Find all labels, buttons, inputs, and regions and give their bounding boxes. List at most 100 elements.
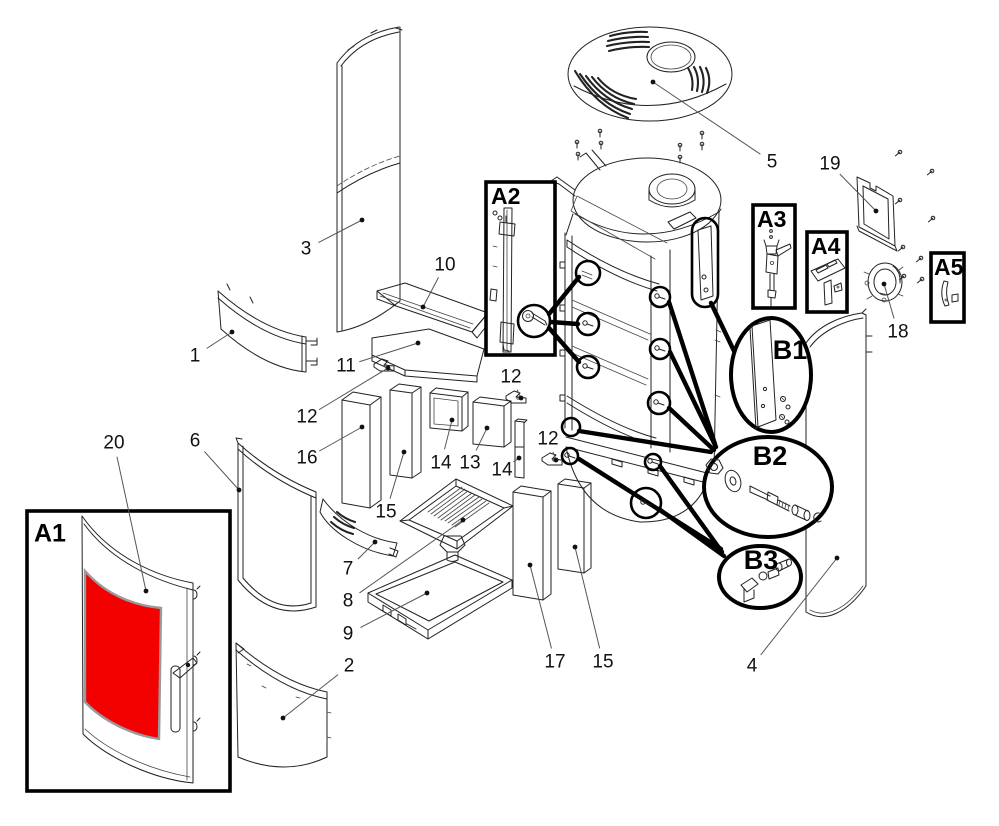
- part-number-label: 14: [491, 460, 513, 481]
- callout-circle: [643, 452, 663, 472]
- leader-dot: [359, 424, 365, 430]
- leader-line: [574, 546, 601, 649]
- leader-line: [475, 427, 488, 451]
- leader-line: [360, 592, 428, 628]
- callout-arrow: [708, 300, 738, 356]
- leader-line: [357, 541, 376, 560]
- callout-arrow: [576, 428, 714, 455]
- callout-circle: [575, 311, 601, 337]
- part-9-ash-pan: [367, 554, 513, 640]
- leader-line: [116, 456, 147, 592]
- callout-arrow: [666, 405, 717, 453]
- part-7-air-plate: [319, 498, 399, 558]
- callout-arrow: [576, 456, 724, 552]
- leader-dot: [236, 487, 242, 493]
- part-number-label: 10: [434, 255, 455, 276]
- part-number-label: 14: [430, 453, 452, 474]
- part-number-label: 12: [500, 367, 521, 388]
- leader-dot: [372, 539, 378, 545]
- part-14-strip: [514, 418, 528, 479]
- callout-circle: [574, 259, 602, 287]
- callout-label-A5: A5: [934, 254, 964, 280]
- part-number-label: 13: [459, 453, 480, 474]
- leader-dot: [527, 562, 533, 568]
- leader-line: [318, 219, 363, 244]
- part-number-label: 3: [301, 239, 312, 260]
- leader-line: [318, 426, 363, 452]
- screw-icon: [654, 293, 660, 299]
- screw-icon: [640, 499, 646, 505]
- part-10-baffle-plate: [376, 282, 493, 339]
- callout-label-B1: B1: [773, 335, 808, 365]
- callout-arrow: [667, 349, 719, 450]
- door-glass-highlight: [83, 567, 163, 741]
- screw-icon: [901, 273, 907, 279]
- leader-dot: [460, 517, 466, 523]
- part-3-rear-side-panel: [336, 26, 403, 333]
- screw-icon: [651, 461, 659, 465]
- part-number-label: 15: [375, 502, 396, 523]
- callout-box-A5: [929, 251, 966, 324]
- leader-line: [318, 367, 389, 411]
- leader-dot: [385, 365, 391, 371]
- leader-dot: [881, 281, 887, 287]
- leader-dot: [359, 217, 365, 223]
- callout-arrow: [666, 299, 718, 447]
- callout-arrow: [657, 463, 725, 555]
- screw-icon: [568, 455, 576, 459]
- callout-circle: [516, 303, 552, 339]
- leader-line: [529, 564, 552, 649]
- part-13-brick: [472, 396, 512, 448]
- screw-icon: [919, 276, 925, 282]
- leader-line: [203, 451, 240, 491]
- callout-ellipse-B2: [702, 435, 834, 539]
- screw-icon: [927, 217, 934, 223]
- callout-circle: [648, 337, 672, 361]
- part-16-brick: [341, 391, 382, 509]
- part-number-label: 6: [190, 431, 201, 452]
- screw-icon: [653, 399, 659, 405]
- callout-arrow: [548, 319, 581, 327]
- part-number-label: 20: [103, 433, 124, 454]
- leader-dot: [424, 590, 430, 596]
- leader-dot: [873, 208, 879, 214]
- leader-line: [422, 277, 439, 308]
- callout-arrows: [546, 274, 738, 559]
- screw-icon: [647, 458, 653, 464]
- part-6-door-frame: [235, 437, 317, 612]
- part-number-label: 5: [767, 152, 778, 173]
- screw-icon: [894, 151, 901, 157]
- part-number-label: 9: [343, 624, 354, 645]
- callout-arrow: [546, 274, 582, 317]
- callout-circle: [629, 486, 663, 520]
- part-15-brick-upper: [389, 383, 422, 479]
- screw-icon: [918, 255, 924, 261]
- callout-circle: [648, 285, 672, 309]
- screw-icon: [897, 149, 903, 155]
- screw-icon: [915, 257, 922, 263]
- leader-dot: [420, 304, 426, 310]
- screw-icon: [586, 366, 594, 370]
- screw-icon: [658, 348, 666, 352]
- leader-line: [883, 283, 895, 319]
- callout-label-B2: B2: [753, 441, 788, 471]
- part-number-label: 19: [819, 154, 840, 175]
- leader-lines: [116, 79, 895, 721]
- part-number-label: 4: [747, 656, 758, 677]
- leader-line: [839, 173, 877, 212]
- leader-dot: [572, 544, 578, 550]
- part-number-label: 1: [190, 346, 201, 367]
- part-number-label: 7: [343, 559, 354, 580]
- screw-icon: [930, 215, 936, 221]
- leader-line: [652, 81, 761, 155]
- callout-circles: [516, 259, 672, 520]
- leader-dot: [229, 329, 235, 335]
- door-latch-bar: [489, 207, 516, 353]
- part-14-panel: [429, 387, 469, 432]
- screws: [574, 128, 936, 284]
- callout-circle: [575, 354, 601, 380]
- callout-arrow: [546, 325, 582, 365]
- part-number-label: 17: [544, 652, 565, 673]
